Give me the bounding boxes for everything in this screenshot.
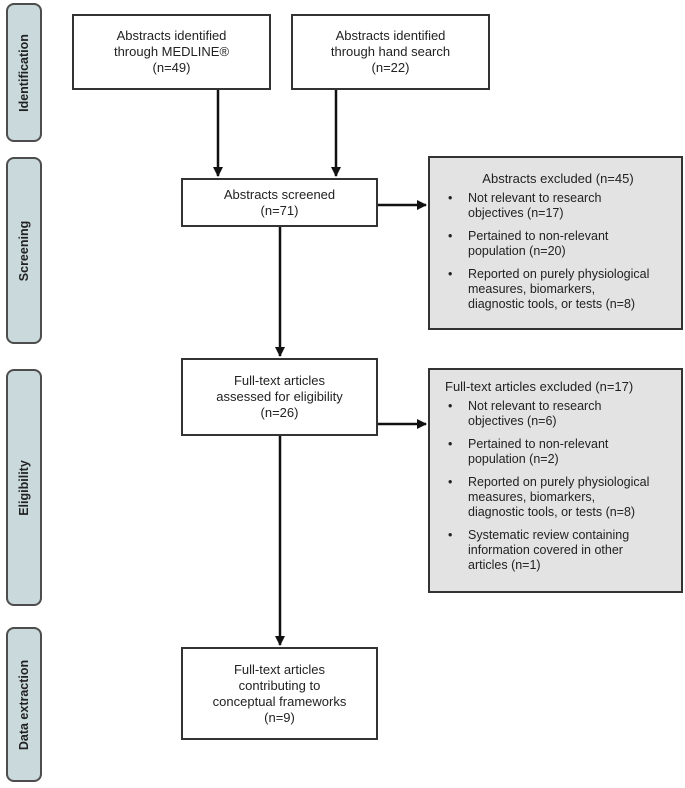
- box-fulltext-assessed: Full-text articles assessed for eligibil…: [181, 358, 378, 436]
- box-hand-search: Abstracts identified through hand search…: [291, 14, 490, 90]
- box-abstracts-screened: Abstracts screened (n=71): [181, 178, 378, 227]
- box-abstracts-excluded: Abstracts excluded (n=45) Not relevant t…: [428, 156, 683, 330]
- excluded-item: Pertained to non-relevant population (n=…: [445, 437, 671, 467]
- excluded-item: Pertained to non-relevant population (n=…: [445, 229, 671, 259]
- excluded-list: Not relevant to research objectives (n=6…: [445, 399, 671, 573]
- excluded-title: Full-text articles excluded (n=17): [445, 379, 634, 394]
- excluded-item: Reported on purely physiological measure…: [445, 267, 671, 312]
- phase-eligibility: Eligibility: [6, 369, 42, 606]
- excluded-item: Systematic review containing information…: [445, 528, 671, 573]
- box-medline: Abstracts identified through MEDLINE® (n…: [72, 14, 271, 90]
- excluded-list: Not relevant to research objectives (n=1…: [445, 191, 671, 312]
- excluded-item: Not relevant to research objectives (n=6…: [445, 399, 671, 429]
- box-contributing: Full-text articles contributing to conce…: [181, 647, 378, 740]
- excluded-item: Not relevant to research objectives (n=1…: [445, 191, 671, 221]
- phase-identification: Identification: [6, 3, 42, 142]
- box-fulltext-excluded: Full-text articles excluded (n=17) Not r…: [428, 368, 683, 593]
- phase-screening: Screening: [6, 157, 42, 344]
- excluded-title: Abstracts excluded (n=45): [482, 171, 634, 186]
- phase-data-extraction: Data extraction: [6, 627, 42, 782]
- excluded-item: Reported on purely physiological measure…: [445, 475, 671, 520]
